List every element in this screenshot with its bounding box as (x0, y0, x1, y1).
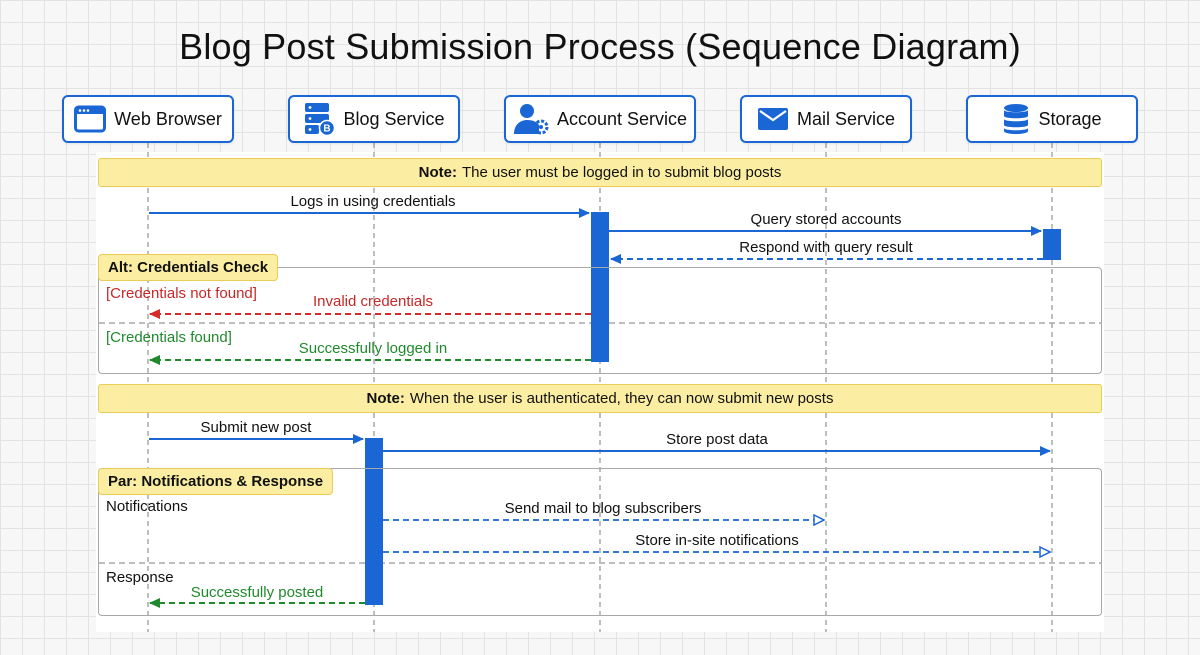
actor-label: Blog Service (343, 108, 445, 129)
activation-blog-service (365, 438, 383, 605)
actor-storage: Storage (966, 95, 1138, 143)
actor-account-service: Account Service (504, 95, 696, 143)
alt-frame (98, 267, 1102, 374)
envelope-icon (757, 108, 788, 130)
note-text: When the user is authenticated, they can… (409, 390, 834, 407)
server-icon: B (305, 103, 336, 136)
par-section-notifications: Notifications (106, 498, 188, 515)
message-store-notif: Store in-site notifications (635, 532, 799, 549)
activation-account-service (591, 212, 609, 362)
svg-text:B: B (324, 124, 331, 135)
note-prefix: Note: (366, 390, 405, 407)
user-settings-icon (513, 104, 549, 135)
par-section-response: Response (106, 569, 174, 586)
message-logged-in: Successfully logged in (298, 340, 448, 357)
actor-blog-service: B Blog Service (288, 95, 460, 143)
guard-credentials-found: [Credentials found] (106, 329, 232, 346)
message-query: Query stored accounts (750, 211, 902, 228)
note-login-required: Note: The user must be logged in to subm… (98, 158, 1102, 187)
diagram-title: Blog Post Submission Process (Sequence D… (179, 26, 1021, 67)
actor-mail-service: Mail Service (740, 95, 912, 143)
message-send-mail: Send mail to blog subscribers (504, 500, 702, 517)
message-query-result: Respond with query result (739, 239, 913, 256)
par-frame-tag: Par: Notifications & Response (98, 468, 334, 495)
actor-web-browser: Web Browser (62, 95, 234, 143)
actor-label: Account Service (556, 108, 688, 129)
guard-credentials-not-found: [Credentials not found] (106, 285, 257, 302)
alt-frame-tag: Alt: Credentials Check (98, 254, 279, 281)
actor-label: Mail Service (796, 108, 896, 129)
actor-label: Web Browser (114, 108, 222, 129)
note-text: The user must be logged in to submit blo… (461, 164, 782, 181)
database-icon (1004, 104, 1029, 134)
par-frame (98, 468, 1102, 616)
message-invalid: Invalid credentials (312, 293, 434, 310)
message-posted: Successfully posted (190, 584, 324, 601)
note-authenticated: Note: When the user is authenticated, th… (98, 384, 1102, 413)
message-store-post: Store post data (666, 431, 768, 448)
note-prefix: Note: (418, 164, 457, 181)
message-submit: Submit new post (200, 419, 312, 436)
actor-label: Storage (1038, 108, 1102, 129)
message-login: Logs in using credentials (290, 193, 456, 210)
browser-window-icon (74, 105, 107, 133)
activation-storage (1043, 229, 1061, 260)
